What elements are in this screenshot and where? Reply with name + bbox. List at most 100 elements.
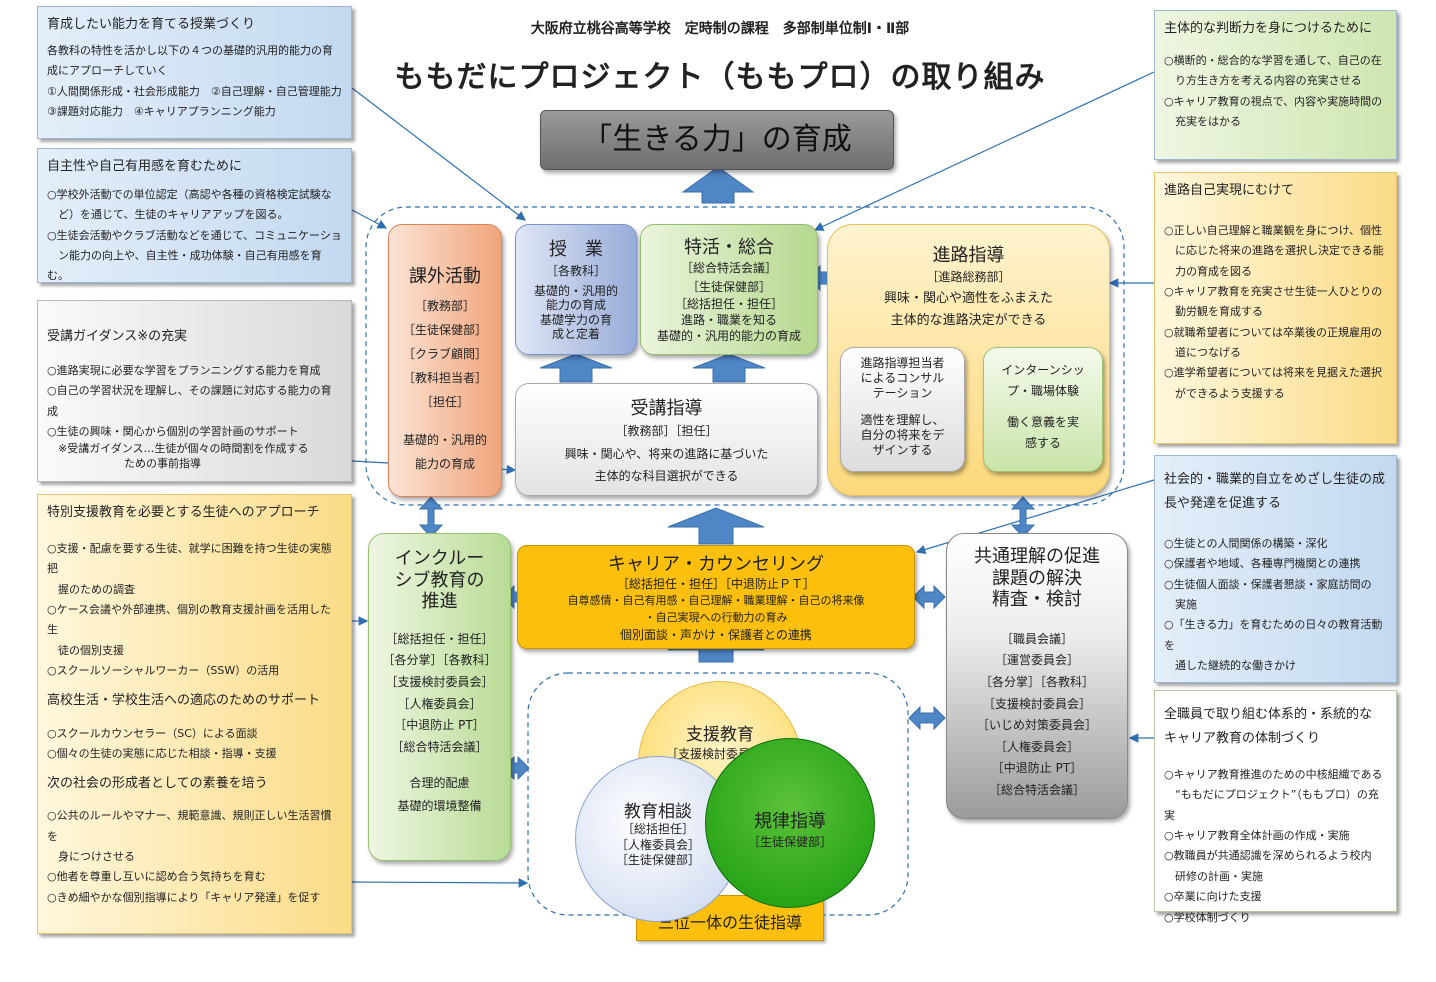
note-line: ど）を通じて、生徒のキャリアアップを図る。 bbox=[47, 208, 289, 222]
arrow-updown-left bbox=[418, 496, 444, 538]
subbox-line: 適性を理解し、 bbox=[860, 413, 945, 427]
note-line: 道につなげる bbox=[1164, 346, 1241, 360]
box-line: ［総括担任・担任］ bbox=[385, 631, 494, 646]
box-title: 共通理解の促進 bbox=[974, 546, 1100, 567]
note-line: に応じた将来の進路を選択し決定できる能 bbox=[1164, 244, 1384, 258]
box-dept: ［教務部］［担任］ bbox=[615, 424, 718, 438]
subbox-line: プ・職場体験 bbox=[1006, 384, 1079, 398]
note-line: ○生徒との人間関係の構築・深化 bbox=[1164, 537, 1328, 551]
note-line: ○他者を尊重し互いに認め合う気持ちを育む bbox=[47, 870, 266, 884]
note-line: 身につけさせる bbox=[47, 849, 135, 863]
note-line: ○公共のルールやマナー、規範意識、規則正しい生活習慣を bbox=[47, 809, 332, 843]
circle-title: 教育相談 bbox=[624, 802, 692, 822]
note-line: 成にアプローチしていく bbox=[47, 64, 168, 78]
box-desc: 能力の育成 bbox=[414, 457, 475, 471]
circle-dept: ［人権委員会］ bbox=[615, 837, 700, 852]
box-line: 基礎学力の育 bbox=[539, 312, 612, 327]
common-understanding-box: 共通理解の促進 課題の解決 精査・検討 ［職員会議］ ［運営委員会］ ［各分掌］… bbox=[946, 533, 1128, 819]
box-title: 推進 bbox=[421, 591, 458, 613]
note-line: り方生き方を考える内容の充実させる bbox=[1164, 74, 1362, 88]
box-line: ［中退防止 PT］ bbox=[991, 761, 1083, 776]
box-line: 自尊感情・自己有用感・自己理解・職業理解・自己の将来像 bbox=[567, 594, 865, 608]
goal-box: 「生きる力」の育成 bbox=[540, 110, 894, 170]
box-line: ［人権委員会］ bbox=[397, 696, 482, 711]
box-line: 基礎的・汎用的 bbox=[533, 284, 618, 298]
subbox-line bbox=[984, 402, 1102, 412]
box-title: 受講指導 bbox=[630, 398, 703, 419]
goal-label: 「生きる力」の育成 bbox=[582, 122, 852, 157]
box-line: 興味・関心や適性をふまえた bbox=[883, 291, 1053, 306]
subbox-line: 感する bbox=[1024, 436, 1061, 450]
note-line: ○「生きる力」を育むための日々の教育活動を bbox=[1164, 618, 1383, 652]
subbox-line: ザインする bbox=[872, 443, 933, 457]
note-line: ○教職員が共通認識を深められるよう校内 bbox=[1164, 849, 1372, 863]
career-counseling-box: キャリア・カウンセリング ［総括担任・担任］［中退防止ＰＴ］ 自尊感情・自己有用… bbox=[517, 545, 915, 649]
box-line: 個別面談・声かけ・保護者との連携 bbox=[620, 628, 812, 643]
box-title: インクルー bbox=[394, 548, 485, 569]
note-line: ○進学希望者については将来を見据えた選択 bbox=[1164, 366, 1383, 380]
note-line: ○就職希望者については卒業後の正規雇用の bbox=[1164, 325, 1383, 339]
box-dept: ［総合特活会議］ bbox=[680, 261, 777, 275]
note-line: 握のための調査 bbox=[47, 582, 135, 596]
consultation-subbox: 進路指導担当者 によるコンサル テーション 適性を理解し、 自分の将来をデ ザイ… bbox=[840, 347, 965, 472]
note-line: ができるよう支援する bbox=[1164, 386, 1285, 400]
box-dept: ［各教科］ bbox=[545, 264, 606, 278]
box-line: 主体的な科目選択ができる bbox=[594, 468, 739, 483]
note-line: ○きめ細やかな個別指導により「キャリア発達」を促す bbox=[47, 890, 321, 904]
extracurricular-box: 課外活動 ［教務部］ ［生徒保健部］ ［クラブ顧問］ ［教科担当者］ ［担任］ … bbox=[388, 224, 502, 497]
arrow-lr-venn-common bbox=[908, 705, 946, 731]
box-line: 成と定着 bbox=[551, 327, 600, 342]
note-title: 受講ガイダンス※の充実 bbox=[47, 329, 188, 344]
subbox-line: テーション bbox=[872, 386, 933, 400]
note-title: 進路自己実現にむけて bbox=[1164, 183, 1295, 198]
note-line: 実施 bbox=[1164, 598, 1197, 612]
box-line: ［クラブ顧問］ bbox=[402, 347, 487, 361]
note-line: 研修の計画・実施 bbox=[1164, 869, 1263, 883]
note-line: ○生徒会活動やクラブ活動などを通じて、コミュニケーショ bbox=[47, 228, 342, 242]
discipline-circle: 規律指導 ［生徒保健部］ bbox=[705, 738, 875, 908]
subbox-line: 自分の将来をデ bbox=[860, 428, 945, 442]
box-line: ［職員会議］ bbox=[1000, 631, 1073, 646]
note-line: “ももだにプロジェクト”（ももプロ）の充実 bbox=[1164, 788, 1379, 822]
note-line: ○キャリア教育全体計画の作成・実施 bbox=[1164, 829, 1350, 843]
box-line: 主体的な進路決定ができる bbox=[890, 313, 1047, 329]
note-line: ○卒業に向けた支援 bbox=[1164, 890, 1262, 904]
box-title: 進路指導 bbox=[932, 245, 1005, 266]
circle-dept: ［生徒保健部］ bbox=[747, 835, 832, 849]
box-line: ［支援検討委員会］ bbox=[982, 696, 1091, 711]
note-line: ○スクールソーシャルワーカー（SSW）の活用 bbox=[47, 664, 280, 678]
note-line: ○横断的・総合的な学習を通して、自己の在 bbox=[1164, 54, 1382, 68]
box-desc: 基礎的環境整備 bbox=[397, 799, 482, 814]
box-dept: ［生徒保健部］ bbox=[686, 280, 771, 295]
connector-n1-class bbox=[351, 87, 526, 221]
box-line: ［担任］ bbox=[420, 395, 469, 409]
box-line: ［教務部］ bbox=[414, 299, 475, 313]
circle-dept: ［生徒保健部］ bbox=[615, 853, 700, 868]
note-class-design: 育成したい能力を育てる授業づくり 各教科の特性を活かし以下の４つの基礎的汎用的能… bbox=[37, 6, 352, 139]
connector-r1-tokkatsu bbox=[813, 71, 1155, 231]
note-subtitle: 高校生活・学校生活への適応のためのサポート bbox=[47, 693, 321, 709]
box-title: シブ教育の bbox=[394, 569, 485, 591]
box-title: 授 業 bbox=[549, 239, 603, 260]
box-line: ［教科担当者］ bbox=[402, 371, 487, 385]
venn-label: 三位一体の生徒指導 bbox=[657, 913, 802, 932]
arrow-up-tokkatsu bbox=[692, 353, 766, 383]
note-title: 長や発達を促進する bbox=[1164, 496, 1282, 512]
note-subtitle: 次の社会の形成者としての素養を培う bbox=[47, 776, 268, 792]
box-line: ［支援検討委員会］ bbox=[385, 674, 494, 689]
note-line: ○キャリア教育を充実させ生徒一人ひとりの bbox=[1164, 285, 1383, 299]
note-line: ○キャリア教育の視点で、内容や実施時間の bbox=[1164, 94, 1383, 108]
circle-title: 支援教育 bbox=[686, 725, 754, 745]
box-title: キャリア・カウンセリング bbox=[608, 554, 824, 575]
subbox-line bbox=[841, 401, 964, 413]
note-title: 特別支援教育を必要とする生徒へのアプローチ bbox=[47, 505, 320, 520]
box-line: ［中退防止 PT］ bbox=[394, 718, 485, 733]
box-line: ［人権委員会］ bbox=[994, 739, 1079, 754]
note-line: ①人間関係形成・社会形成能力 ②自己理解・自己管理能力 bbox=[47, 84, 342, 98]
connector-n4-venn bbox=[351, 878, 529, 888]
class-box: 授 業 ［各教科］ 基礎的・汎用的 能力の育成 基礎学力の育 成と定着 bbox=[515, 224, 637, 355]
arrow-up-goal bbox=[681, 166, 755, 204]
note-line: 通した継続的な働きかけ bbox=[1164, 659, 1296, 673]
note-line: ○スクールカウンセラー（SC）による面談 bbox=[47, 726, 258, 740]
note-special-support: 特別支援教育を必要とする生徒へのアプローチ ○支援・配慮を要する生徒、就学に困難… bbox=[37, 494, 352, 934]
